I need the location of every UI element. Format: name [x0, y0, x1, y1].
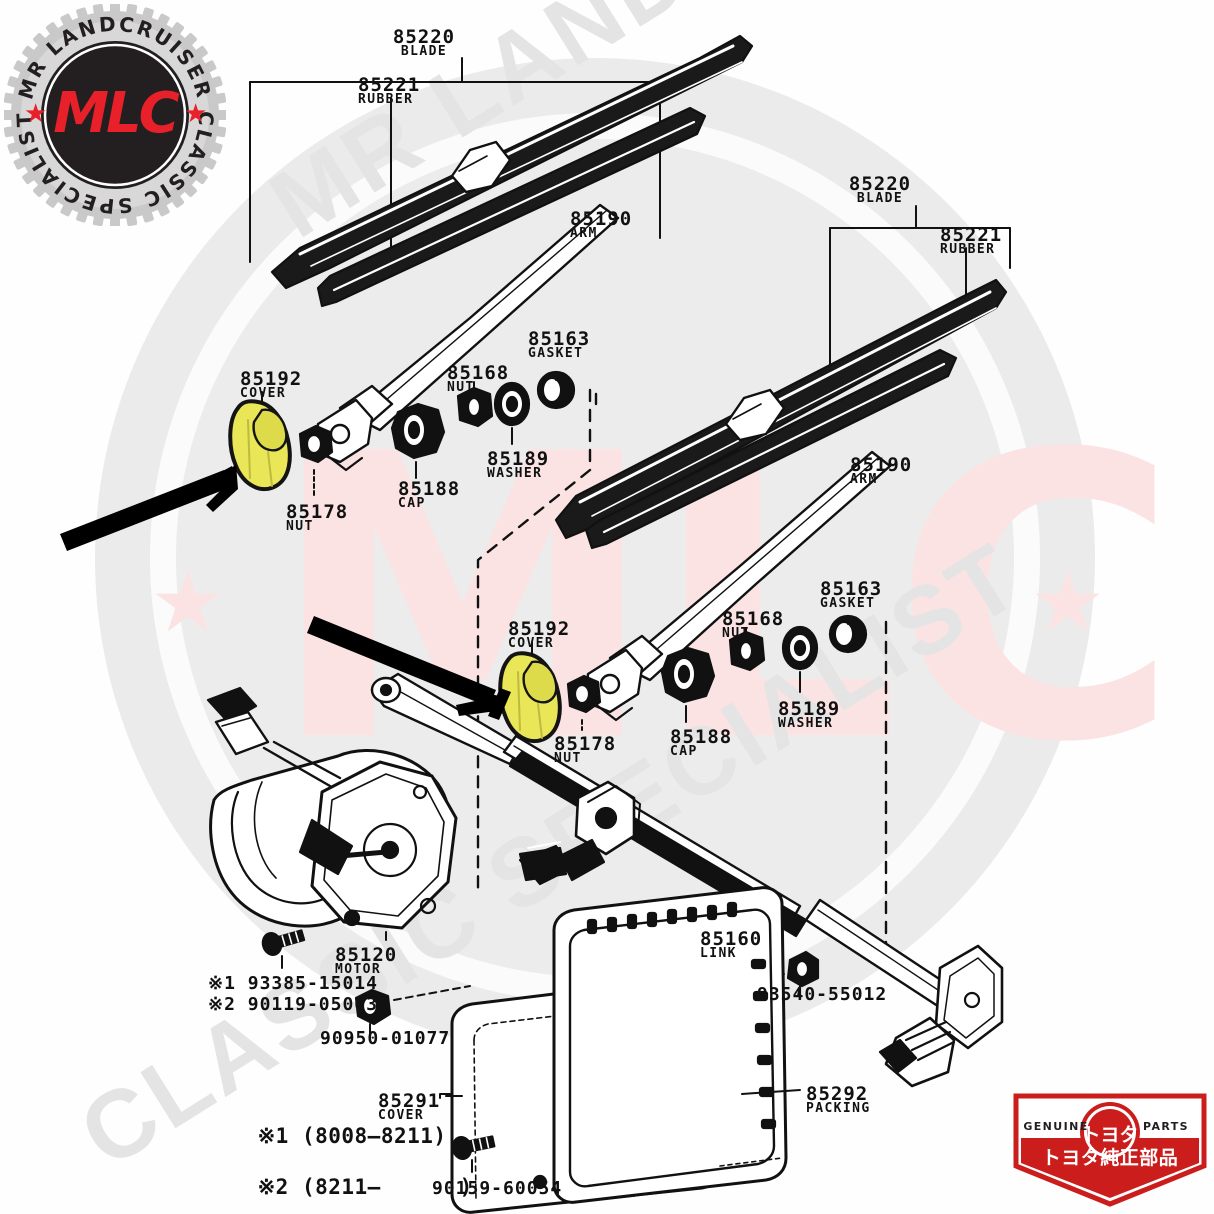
part-name: RUBBER — [940, 242, 996, 258]
part-name: BLADE — [400, 44, 448, 60]
highlight-arrow-upper — [60, 464, 238, 551]
part-name: WASHER — [487, 466, 543, 482]
part-number: 85291 — [378, 1090, 441, 1112]
part-number: 85192 — [240, 368, 303, 390]
part-number: ※1 93385-15014 — [208, 973, 378, 994]
part-name: PACKING — [806, 1101, 871, 1117]
part-name: LINK — [700, 946, 737, 962]
part-label-clip-90950: 90950-01077 — [320, 1028, 451, 1049]
part-name: COVER — [240, 386, 287, 402]
part-number: 85190 — [850, 454, 913, 476]
part-number: 85188 — [398, 478, 461, 500]
part-number: 85188 — [670, 726, 733, 748]
part-number: 85168 — [447, 362, 510, 384]
part-name: ARM — [850, 472, 878, 488]
legend-line-1: ※1 (8008—8211) — [257, 1123, 447, 1148]
part-name: NUT — [722, 626, 750, 642]
part-number: 85178 — [554, 733, 617, 755]
part-name: COVER — [508, 636, 555, 652]
part-number: ※2 90119-05003 — [208, 994, 378, 1015]
mlc-brand-badge: MR LANDCRUISER CLASSIC SPECIALIST ★ ★ ML… — [4, 4, 226, 226]
part-name: CAP — [670, 744, 698, 760]
part-number: 85192 — [508, 618, 571, 640]
toyota-emblem-text: トヨタ — [1081, 1124, 1138, 1146]
part-number: 85220 — [392, 26, 456, 48]
part-number: 85189 — [778, 698, 841, 720]
part-label-bolt-90159: 90159-60054 — [432, 1178, 563, 1199]
badge-star-left: ★ — [24, 98, 47, 128]
legend-line-2: ※2 (8211— ) — [257, 1174, 473, 1199]
highlight-arrow-lower — [307, 616, 511, 720]
part-number: 85190 — [570, 208, 633, 230]
part-number: 85292 — [806, 1083, 869, 1105]
part-number: 85163 — [528, 328, 591, 350]
part-name: COVER — [378, 1108, 425, 1124]
part-name: BLADE — [856, 191, 904, 207]
part-number: 85221 — [940, 224, 1003, 246]
part-number: 90950-01077 — [320, 1028, 451, 1049]
part-name: NUT — [447, 380, 475, 396]
part-label-screw-90119: ※2 90119-05003 — [208, 994, 378, 1015]
part-label-clip-93540: 93540-55012 — [757, 984, 888, 1005]
part-number: 85220 — [848, 173, 912, 195]
part-name: WASHER — [778, 716, 834, 732]
part-name: CAP — [398, 496, 426, 512]
part-number: 85160 — [700, 928, 763, 950]
part-name: NUT — [554, 751, 582, 767]
toyota-genuine-parts-badge: トヨタ GENUINE PARTS トヨタ純正部品 — [1012, 1092, 1208, 1208]
part-number: 85178 — [286, 501, 349, 523]
date-range-legend: ※1 (8008—8211) ※2 (8211— ) — [205, 1098, 473, 1214]
toyota-parts-word: PARTS — [1143, 1120, 1189, 1133]
part-name: RUBBER — [358, 92, 414, 108]
part-number: 85168 — [722, 608, 785, 630]
part-number: 85120 — [335, 944, 398, 966]
part-name: GASKET — [528, 346, 584, 362]
toyota-genuine-word: GENUINE — [1023, 1120, 1088, 1133]
part-label-screw-93385: ※1 93385-15014 — [208, 973, 378, 994]
part-number: 93540-55012 — [757, 984, 888, 1005]
part-name: GASKET — [820, 596, 876, 612]
badge-star-right: ★ — [184, 98, 207, 128]
part-name: NUT — [286, 519, 314, 535]
badge-center-text: MLC — [53, 81, 179, 146]
part-number: 90159-60054 — [432, 1178, 563, 1199]
part-number: 85189 — [487, 448, 550, 470]
part-name: MOTOR — [335, 962, 382, 978]
toyota-japanese-text: トヨタ純正部品 — [1042, 1146, 1179, 1169]
part-name: ARM — [570, 226, 598, 242]
part-number: 85163 — [820, 578, 883, 600]
part-number: 85221 — [358, 74, 421, 96]
